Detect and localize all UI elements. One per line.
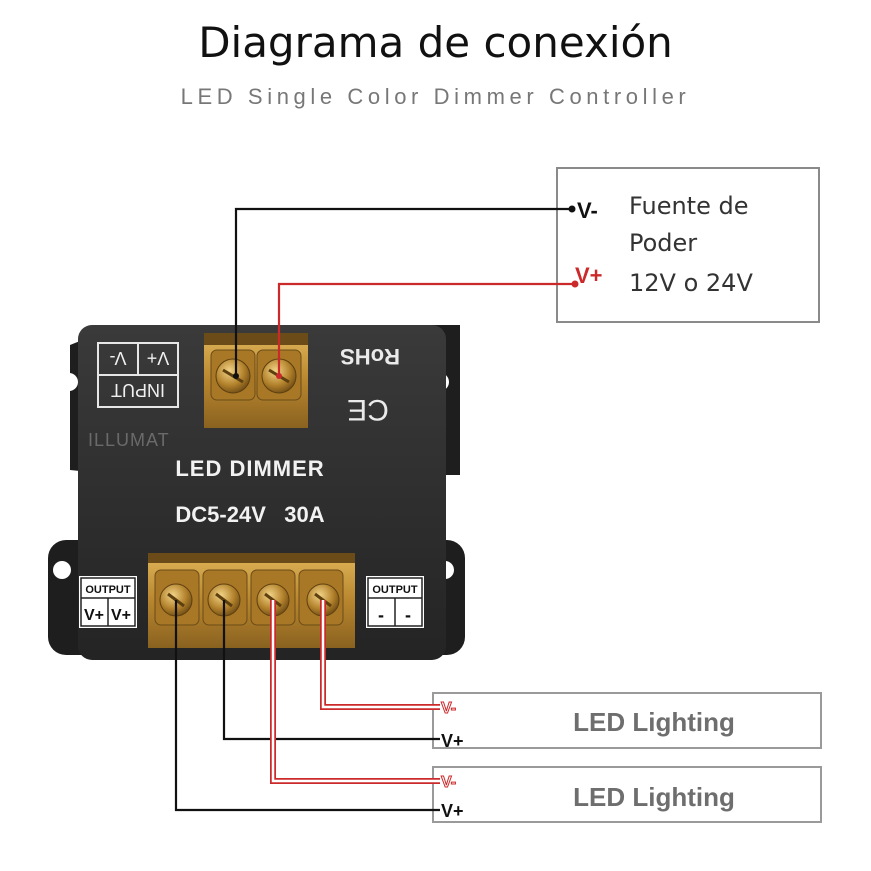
load-1-box — [432, 692, 822, 749]
diagram-title: Diagrama de conexión — [198, 18, 673, 67]
psu-vminus-label: V- — [577, 198, 598, 223]
wire-end-dot-icon — [568, 205, 576, 213]
input-vminus-label: V- — [109, 348, 126, 368]
input-label: INPUT — [111, 380, 165, 400]
load-1: LED Lighting V- V+ — [432, 692, 822, 751]
wire-input-positive — [277, 282, 575, 376]
input-terminal-block — [204, 333, 308, 428]
output-left-term-2: V+ — [111, 607, 131, 624]
output-right-term-2: - — [405, 605, 411, 625]
output-right-label: OUTPUT — [372, 584, 418, 596]
power-supply-box — [556, 167, 820, 323]
load-2: LED Lighting V- V+ — [432, 766, 822, 823]
rohs-mark: RoHS — [340, 344, 400, 369]
output-left-label: OUTPUT — [85, 584, 131, 596]
load-1-vplus-label: V+ — [441, 731, 464, 751]
device-name: LED DIMMER — [175, 456, 324, 481]
output-right-label-box: OUTPUT - - — [366, 576, 424, 628]
brand-watermark: ILLUMAT — [88, 430, 170, 450]
output-left-term-1: V+ — [84, 607, 104, 624]
psu-line-3: 12V o 24V — [629, 269, 753, 297]
power-supply: V- V+ Fuente de Poder 12V o 24V — [556, 167, 820, 323]
load-1-name: LED Lighting — [573, 707, 735, 737]
mount-hole-icon — [60, 373, 78, 391]
wire-output-vplus-load1 — [222, 600, 440, 741]
device-rating: DC5-24V 30A — [175, 502, 324, 527]
mount-hole-icon — [53, 561, 71, 579]
wire-end-dot-icon — [571, 280, 579, 288]
load-2-vplus-label: V+ — [441, 801, 464, 821]
output-right-term-1: - — [378, 605, 384, 625]
dimmer-device: INPUT V+ V- RoHS CE ILLUMAT LED DIMMER D… — [48, 325, 465, 660]
output-terminal-block — [148, 553, 355, 648]
load-2-name: LED Lighting — [573, 782, 735, 812]
diagram-subtitle: LED Single Color Dimmer Controller — [180, 84, 691, 109]
output-left-label-box: OUTPUT V+ V+ — [79, 576, 137, 628]
psu-line-2: Poder — [629, 229, 697, 257]
load-1-vminus-label: V- — [441, 700, 456, 717]
load-2-box — [432, 766, 822, 823]
psu-vplus-label: V+ — [575, 263, 603, 288]
psu-line-1: Fuente de — [629, 192, 748, 220]
input-label-box: INPUT V+ V- — [97, 342, 179, 408]
ce-mark: CE — [347, 393, 389, 426]
input-vplus-label: V+ — [147, 348, 170, 368]
load-2-vminus-label: V- — [441, 774, 456, 791]
wire-output-vplus-load2 — [174, 600, 440, 812]
